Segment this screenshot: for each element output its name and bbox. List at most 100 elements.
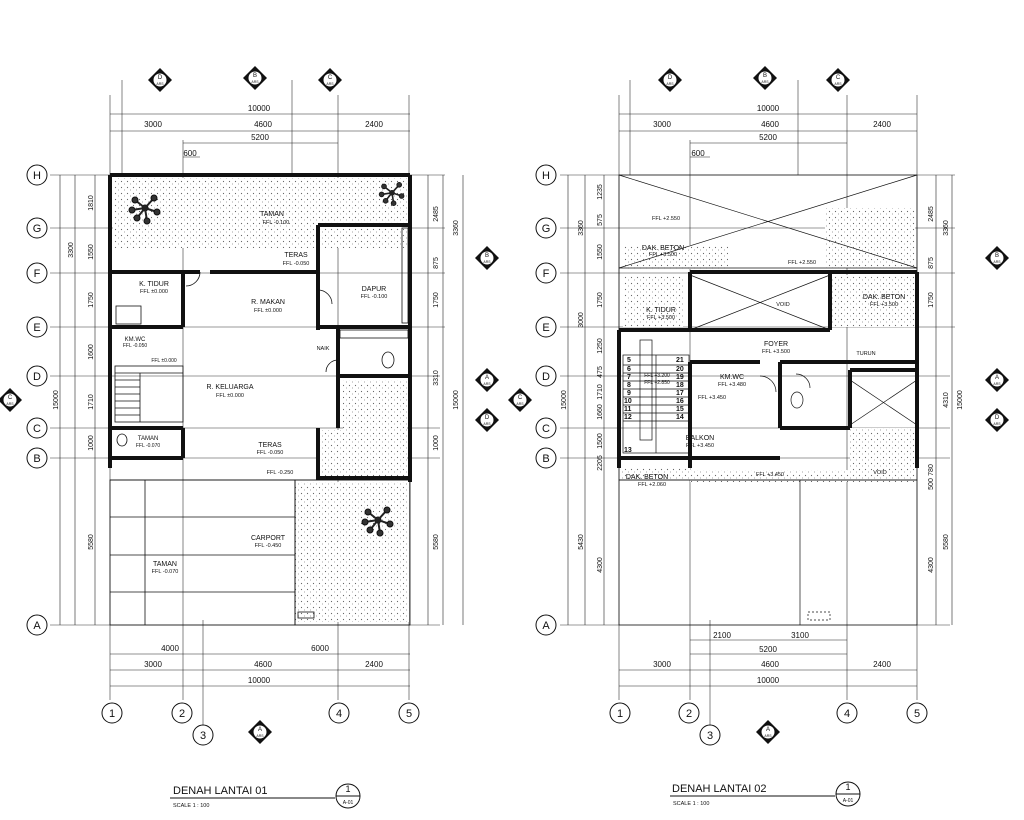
walls-plan-2 (617, 270, 919, 468)
left-dims-2: 15000 3360 3000 5430 1235 575 1550 1750 … (561, 184, 964, 573)
room-label: FOYER (764, 341, 788, 348)
section-ref: ARS (516, 402, 524, 406)
dim-6000: 6000 (311, 644, 329, 653)
room-label: CARPORT (251, 535, 286, 542)
section-letter: C (518, 395, 523, 401)
grid-col-label: 3 (200, 730, 206, 742)
dim-left-1500: 1500 (597, 433, 604, 449)
stair-number: 8 (627, 382, 631, 389)
dim-right-500: 500 (928, 478, 935, 490)
sheet-ref: A-01 (843, 798, 854, 804)
dim-right-4310: 4310 (943, 392, 950, 408)
section-marker-c-left-2: C ARS (508, 388, 532, 412)
sheet-number: 1 (845, 782, 850, 792)
section-ref: ARS (834, 82, 842, 86)
room-label: R. KELUARGA (206, 384, 253, 391)
grid-row-label: H (33, 170, 41, 182)
grid-row-label: C (33, 423, 41, 435)
stair-number: 19 (676, 374, 684, 381)
dim-left-5430: 5430 (578, 534, 585, 550)
plan-1-labels: 10000 3000 4600 2400 5200 600 4000 6000 … (53, 104, 460, 685)
level-label: FFL -0.450 (255, 543, 282, 549)
dim-left-1710: 1710 (597, 384, 604, 400)
room-label: DAK. BETON (863, 294, 905, 301)
room-label: KM.WC (720, 374, 744, 381)
grid-row-label: C (542, 423, 550, 435)
dim-2100: 2100 (713, 631, 731, 640)
dim-top-b: 4600 (254, 120, 272, 129)
dim-left-575: 575 (597, 214, 604, 226)
stair-number: 21 (676, 357, 684, 364)
grid-row-label: A (542, 620, 550, 632)
void-label: VOID (776, 302, 789, 308)
dim-bot-overall: 10000 (248, 676, 271, 685)
dim-5200-bot: 5200 (759, 645, 777, 654)
dim-right-875: 875 (433, 257, 440, 269)
room-label: TERAS (258, 442, 282, 449)
room-label: K. TIDUR (139, 281, 169, 288)
dim-left-1235: 1235 (597, 184, 604, 200)
section-letter: A (995, 375, 999, 381)
section-letter: B (485, 253, 489, 259)
section-ref: ARS (993, 422, 1001, 426)
dim-right-2485: 2485 (928, 206, 935, 222)
dim-top-c: 2400 (365, 120, 383, 129)
section-marker-b-2: B ARS (753, 66, 777, 90)
dak-beton-hatch (623, 245, 728, 269)
section-ref: ARS (483, 422, 491, 426)
dim-3100: 3100 (791, 631, 809, 640)
dim-bot-a: 3000 (653, 660, 671, 669)
room-label: DAK. BETON (626, 474, 668, 481)
grid-row-label: E (33, 322, 40, 334)
dim-left-15000: 15000 (53, 390, 60, 410)
dim-right-15000: 15000 (957, 390, 964, 410)
garden-top-hatch (113, 178, 407, 248)
level-label: FFL -0.050 (257, 450, 284, 456)
dim-left-1750: 1750 (88, 292, 95, 308)
section-letter: D (995, 415, 1000, 421)
dim-right-5580: 5580 (433, 534, 440, 550)
dim-left-1000: 1000 (88, 435, 95, 451)
grid-col-label: 2 (179, 708, 185, 720)
section-ref: ARS (6, 402, 14, 406)
dim-bot-overall: 10000 (757, 676, 780, 685)
dim-left-1710: 1710 (88, 394, 95, 410)
garden-bottom-hatch (295, 482, 409, 622)
room-label: R. MAKAN (251, 299, 285, 306)
dim-left-3000: 3000 (578, 312, 585, 328)
grid-bubbles: H G F E D C B A H G F E D C B A 1 2 (26, 164, 928, 746)
plan-scale: SCALE 1 : 100 (173, 803, 209, 809)
dim-bot-a: 3000 (144, 660, 162, 669)
level-label: FFL +2.060 (638, 482, 666, 488)
room-label: BALKON (686, 435, 714, 442)
section-letter: C (836, 75, 841, 81)
dim-bot-b: 4600 (254, 660, 272, 669)
dim-left-4300: 4300 (597, 557, 604, 573)
grid-row-label: F (543, 268, 550, 280)
plan-lantai-01 (50, 80, 464, 725)
section-markers: D ARS C ARS B ARS B ARS A ARS D ARS (0, 66, 1009, 744)
section-marker-a-right-1: A ARS (475, 368, 499, 392)
walls-plan-1 (108, 173, 412, 482)
dim-left-2205: 2205 (597, 455, 604, 471)
dim-right-5580: 5580 (943, 534, 950, 550)
level-label: FFL -0.070 (152, 569, 179, 575)
room-label: DAK. BETON (642, 245, 684, 252)
section-letter: A (258, 727, 262, 733)
plan-title: DENAH LANTAI 02 (672, 783, 767, 795)
section-ref: ARS (666, 82, 674, 86)
level-label: FFL +2.850 (644, 380, 670, 386)
level-label: FFL -0.250 (267, 470, 294, 476)
dim-overall: 10000 (248, 104, 271, 113)
dim-left-1550: 1550 (88, 244, 95, 260)
stair-number: 12 (624, 414, 632, 421)
stair-number: 18 (676, 382, 684, 389)
grid-row-label: A (33, 620, 41, 632)
naik-label: NAIK (317, 346, 330, 352)
grid-col-label: 4 (336, 708, 342, 720)
level-label: FFL ±0.000 (254, 308, 282, 314)
sheet-number: 1 (345, 784, 350, 794)
grid-row-label: B (33, 453, 40, 465)
stair-number: 11 (624, 406, 632, 413)
void-label: VOID (873, 470, 886, 476)
